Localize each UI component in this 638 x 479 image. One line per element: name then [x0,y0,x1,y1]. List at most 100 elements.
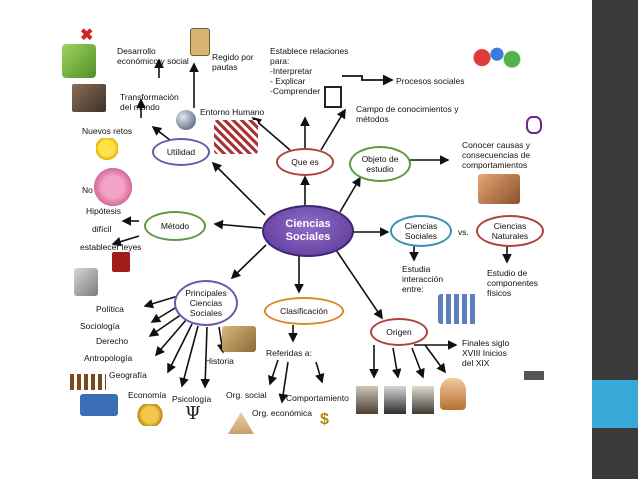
node-cs-line2: Sociales [404,231,438,241]
referidas-text: Referidas a: [266,348,312,358]
establece-line1: Establece relaciones [270,46,349,56]
transformacion-line2: del mundo [120,102,160,112]
node-utilidad[interactable]: Utilidad [152,138,210,166]
factory-icon [524,362,544,380]
world-map-old-picture [222,326,256,352]
conocer-line3: comportamientos [462,160,528,170]
evolution-icon [70,374,106,390]
family-picture [478,174,520,204]
establece-line3: -Interpretar [270,66,313,76]
brain-icon [526,116,542,134]
dificil-text: difícil [92,224,112,234]
estudio-componentes-text: Estudio de componentes físicos [487,268,538,298]
node-origen-label: Origen [386,327,412,337]
psicologia-text: Psicología [172,394,212,404]
dollar-icon: $ [320,411,329,428]
estudia-line3: entre: [402,284,424,294]
people-green-picture [62,44,96,78]
transformacion-line1: Transformación [120,92,179,102]
entorno-text: Entorno Humano [200,107,265,117]
campo-line1: Campo de conocimientos y [356,104,459,114]
people-group-picture [438,294,478,324]
establece-line2: para: [270,56,290,66]
node-objeto-line2: estudio [366,164,394,174]
book-icon [112,252,130,272]
vs-label: vs. [458,227,469,237]
center-title-line1: Ciencias [285,218,331,230]
center-title-line2: Sociales [285,231,331,243]
estudia-line2: interacción [402,274,444,284]
node-cn-line2: Naturales [491,231,529,241]
lightbulb-icon [96,138,118,164]
desarrollo-line2: económico y social [117,56,189,66]
coins-picture [136,404,164,426]
node-clasificacion[interactable]: Clasificación [264,297,344,325]
estudia-line1: Estudia [402,264,431,274]
desarrollo-line1: Desarrollo [117,46,156,56]
node-clasificacion-label: Clasificación [280,306,328,316]
procesos-text: Procesos sociales [396,76,465,86]
node-objeto-line1: Objeto de [361,154,399,164]
sociologia-text: Sociología [80,321,120,331]
geografia-text: Geografía [109,370,147,380]
philosopher-portrait-3 [412,386,434,414]
thinking-person-icon [324,86,342,108]
node-pr-line1: Principales [185,288,227,298]
finales-text: Finales siglo XVIII Inicios del XIX [462,338,509,368]
no-text: No [82,185,93,195]
establece-line5: -Comprender [270,86,321,96]
estudio-comp-line2: componentes [487,278,539,288]
world-history-picture [72,84,106,112]
org-social-text: Org. social [226,390,267,400]
slide-accent-block [592,380,638,428]
node-cs-line1: Ciencias [404,221,438,231]
people-network-picture [472,44,522,78]
node-pr-line3: Sociales [189,308,223,318]
philosopher-portrait-4 [440,378,466,410]
antropologia-text: Antropología [84,353,133,363]
teddy-bear-picture [94,168,132,206]
regido-line1: Regido por [212,52,254,62]
node-utilidad-label: Utilidad [166,147,196,157]
node-origen[interactable]: Origen [370,318,428,346]
node-pr-line2: Ciencias [189,298,223,308]
politica-text: Política [96,304,124,314]
finales-line1: Finales siglo [462,338,510,348]
crowd-picture [214,120,258,154]
cross-mark-icon: ✖ [80,27,94,44]
regido-line2: pautas [212,62,238,72]
conocer-line1: Conocer causas y [462,140,531,150]
node-que-es-label: Que es [291,157,319,167]
historia-text: Historia [205,356,234,366]
estudio-comp-line1: Estudio de [487,268,528,278]
conocer-line2: consecuencias de [462,150,531,160]
finales-line3: del XIX [462,358,490,368]
psi-symbol-icon: Ψ [185,403,201,424]
establece-text: Establece relaciones para: -Interpretar … [270,46,348,96]
node-que-es[interactable]: Que es [276,148,334,176]
finales-line2: XVIII Inicios [462,348,507,358]
hands-picture [74,268,98,296]
establecer-text: establecer leyes [80,242,142,252]
economia-text: Economía [128,390,167,400]
node-metodo[interactable]: Método [144,211,206,241]
philosopher-portrait-2 [384,386,406,414]
nuevos-text: Nuevos retos [82,126,133,136]
establece-line4: - Explicar [270,76,306,86]
hipotesis-text: Hipótesis [86,206,121,216]
estudia-text: Estudia interacción entre: [402,264,443,294]
node-metodo-label: Método [160,221,190,231]
conocer-text: Conocer causas y consecuencias de compor… [462,140,530,170]
campo-line2: métodos [356,114,389,124]
